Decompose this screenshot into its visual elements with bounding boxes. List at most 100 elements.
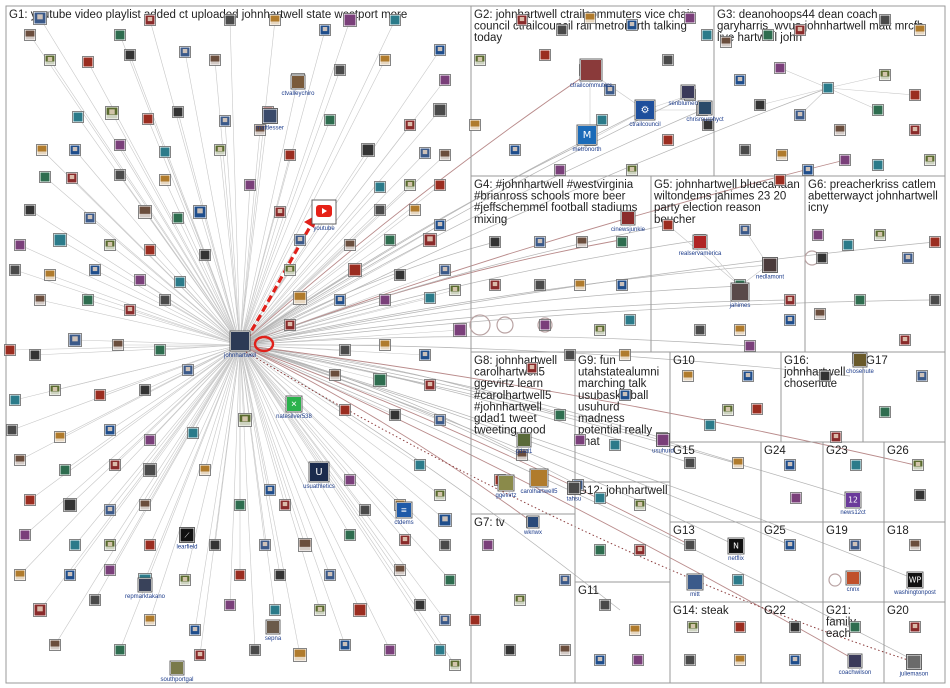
g1-node[interactable] bbox=[404, 179, 416, 191]
group-node[interactable] bbox=[632, 654, 644, 666]
group-node[interactable] bbox=[489, 279, 501, 291]
g1-node[interactable] bbox=[334, 294, 346, 306]
group-node[interactable] bbox=[909, 539, 921, 551]
group-node[interactable] bbox=[684, 654, 696, 666]
g1-node[interactable] bbox=[9, 264, 21, 276]
g1-node[interactable] bbox=[439, 149, 451, 161]
group-node[interactable] bbox=[616, 236, 628, 248]
g1-node[interactable] bbox=[114, 644, 126, 656]
g1-node[interactable] bbox=[219, 115, 231, 127]
group-node[interactable] bbox=[742, 370, 754, 382]
g1-node[interactable] bbox=[414, 599, 426, 611]
g1-node[interactable] bbox=[94, 389, 106, 401]
coachwilson-node[interactable]: coachwilson bbox=[839, 653, 872, 676]
natesilver538-node[interactable]: ✕natesilver538 bbox=[276, 395, 313, 420]
group-node[interactable] bbox=[816, 252, 828, 264]
g1-node[interactable] bbox=[274, 569, 286, 581]
group-node[interactable] bbox=[790, 492, 802, 504]
g1-node[interactable] bbox=[82, 294, 94, 306]
g1-node[interactable] bbox=[424, 379, 436, 391]
g1-node[interactable] bbox=[68, 333, 82, 347]
g1-node[interactable] bbox=[329, 369, 341, 381]
g1-node[interactable] bbox=[14, 239, 26, 251]
group-node[interactable] bbox=[802, 164, 814, 176]
g1-node[interactable] bbox=[389, 14, 401, 26]
g1-node[interactable] bbox=[419, 349, 431, 361]
juliemason-node[interactable]: juliemason bbox=[899, 654, 929, 678]
group-node[interactable] bbox=[839, 154, 851, 166]
g1-node[interactable] bbox=[414, 459, 426, 471]
g1-node[interactable] bbox=[114, 169, 126, 181]
group-node[interactable] bbox=[794, 24, 806, 36]
group-node[interactable] bbox=[702, 119, 714, 131]
group-node[interactable] bbox=[842, 239, 854, 251]
g1-node[interactable] bbox=[294, 234, 306, 246]
g1-node[interactable] bbox=[9, 394, 21, 406]
group-node[interactable] bbox=[629, 624, 641, 636]
g1-node[interactable] bbox=[234, 569, 246, 581]
group-node[interactable] bbox=[594, 324, 606, 336]
group-node[interactable] bbox=[526, 362, 538, 374]
group-node[interactable] bbox=[850, 459, 862, 471]
g1-node[interactable] bbox=[66, 172, 78, 184]
group-node[interactable] bbox=[704, 419, 716, 431]
group-node[interactable] bbox=[879, 406, 891, 418]
g1-node[interactable] bbox=[339, 344, 351, 356]
g1-node[interactable] bbox=[284, 149, 296, 161]
group-node[interactable] bbox=[924, 154, 936, 166]
g1-node[interactable] bbox=[72, 111, 84, 123]
g1-node[interactable] bbox=[199, 249, 211, 261]
g1-node[interactable] bbox=[434, 44, 446, 56]
group-node[interactable] bbox=[849, 621, 861, 633]
cinewsjunkie-node[interactable]: cinewsjunkie bbox=[611, 210, 646, 233]
g1-node[interactable] bbox=[324, 114, 336, 126]
g1-node[interactable] bbox=[63, 498, 77, 512]
group-node[interactable] bbox=[604, 84, 616, 96]
g1-node[interactable] bbox=[19, 529, 31, 541]
g1-node[interactable] bbox=[54, 431, 66, 443]
group-node[interactable] bbox=[929, 294, 941, 306]
g1-node[interactable] bbox=[144, 244, 156, 256]
g1-node[interactable] bbox=[154, 344, 166, 356]
group-node[interactable] bbox=[909, 621, 921, 633]
g1-node[interactable] bbox=[33, 603, 47, 617]
g1-node[interactable] bbox=[434, 489, 446, 501]
group-node[interactable] bbox=[732, 457, 744, 469]
group-node[interactable] bbox=[694, 324, 706, 336]
g1-node[interactable] bbox=[144, 539, 156, 551]
g1-node[interactable] bbox=[404, 119, 416, 131]
g1-node[interactable] bbox=[314, 604, 326, 616]
group-node[interactable] bbox=[576, 236, 588, 248]
group-node[interactable] bbox=[684, 539, 696, 551]
group-node[interactable] bbox=[734, 621, 746, 633]
g1-node[interactable] bbox=[44, 269, 56, 281]
g1-node[interactable] bbox=[449, 659, 461, 671]
group-node[interactable] bbox=[596, 114, 608, 126]
g1-node[interactable] bbox=[82, 56, 94, 68]
group-node[interactable] bbox=[489, 236, 501, 248]
group-node[interactable] bbox=[687, 621, 699, 633]
group-node[interactable] bbox=[754, 99, 766, 111]
group-node[interactable] bbox=[722, 404, 734, 416]
group-node[interactable] bbox=[734, 654, 746, 666]
g1-node[interactable] bbox=[384, 234, 396, 246]
group-node[interactable] bbox=[879, 69, 891, 81]
g1-node[interactable] bbox=[434, 219, 446, 231]
group-node[interactable] bbox=[634, 544, 646, 556]
g1-node[interactable] bbox=[142, 113, 154, 125]
g1-node[interactable] bbox=[379, 54, 391, 66]
g1-node[interactable] bbox=[374, 181, 386, 193]
group-node[interactable] bbox=[734, 324, 746, 336]
group-node[interactable] bbox=[662, 134, 674, 146]
group-node[interactable] bbox=[789, 654, 801, 666]
g1-node[interactable] bbox=[172, 212, 184, 224]
group-node[interactable] bbox=[626, 19, 638, 31]
g1-node[interactable] bbox=[84, 212, 96, 224]
g1-node[interactable] bbox=[384, 644, 396, 656]
g1-node[interactable] bbox=[344, 474, 356, 486]
g1-node[interactable] bbox=[234, 499, 246, 511]
group-node[interactable] bbox=[474, 54, 486, 66]
